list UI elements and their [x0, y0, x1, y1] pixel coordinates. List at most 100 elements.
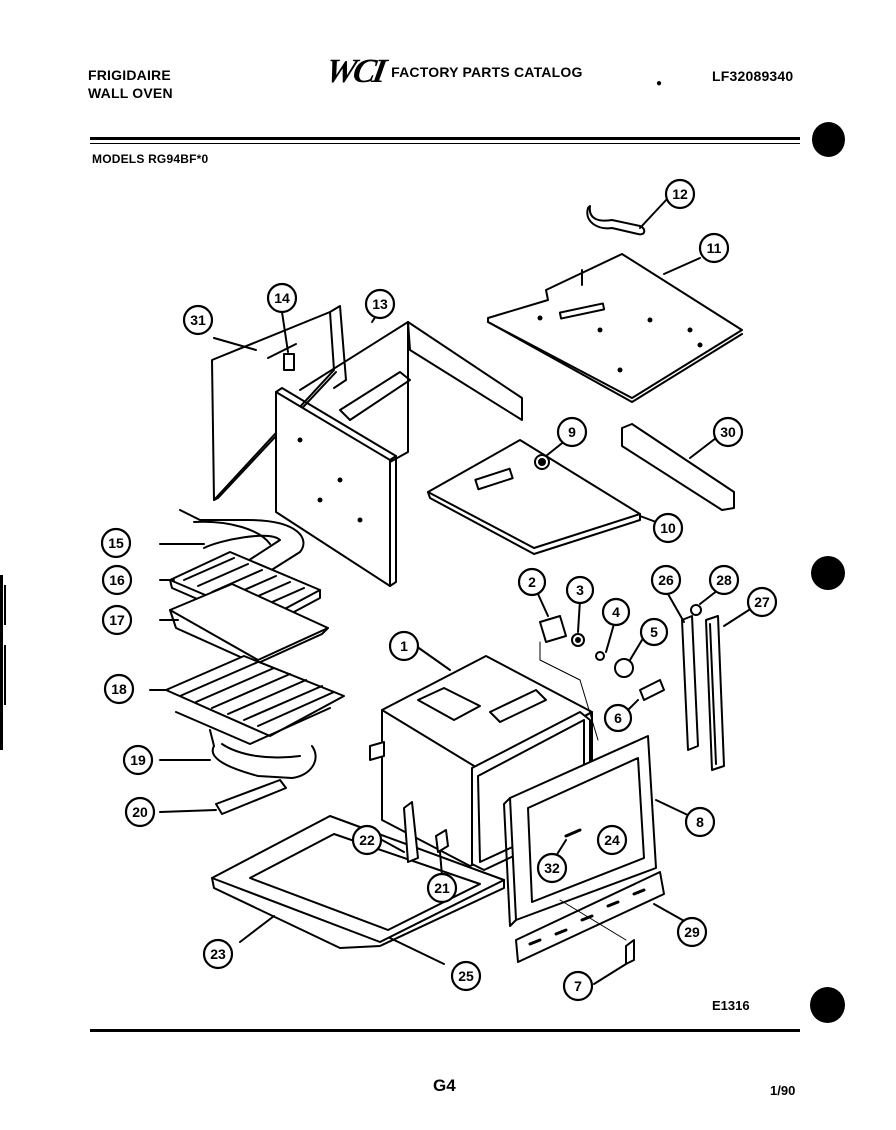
- callout-23: 23: [202, 938, 234, 970]
- bullet-mark: ●: [656, 78, 663, 89]
- scan-edge-marks: [0, 575, 6, 750]
- part-13-outer-frame: [275, 309, 523, 587]
- svg-text:26: 26: [658, 572, 674, 588]
- svg-text:24: 24: [604, 832, 620, 848]
- callout-1: 1: [388, 630, 420, 662]
- svg-text:14: 14: [274, 290, 290, 306]
- svg-text:21: 21: [434, 880, 450, 896]
- svg-text:12: 12: [672, 186, 688, 202]
- callout-6: 6: [603, 703, 633, 733]
- callout-14: 14: [266, 282, 298, 314]
- svg-text:1: 1: [400, 638, 408, 654]
- svg-text:7: 7: [574, 978, 582, 994]
- svg-text:18: 18: [111, 681, 127, 697]
- svg-text:16: 16: [109, 572, 125, 588]
- product-type: WALL OVEN: [88, 85, 173, 101]
- part-5-knob-cap: [614, 639, 643, 678]
- part-14-clip: [281, 311, 295, 371]
- binder-hole-middle: [811, 556, 845, 590]
- svg-text:4: 4: [612, 604, 620, 620]
- svg-text:10: 10: [660, 520, 676, 536]
- callout-31: 31: [182, 304, 214, 336]
- callout-balloons: 12 11 14 13 31 9 30 10 15 16 17 2 3 26 2…: [100, 178, 778, 1002]
- callout-17: 17: [101, 604, 133, 636]
- svg-text:23: 23: [210, 946, 226, 962]
- part-20-bracket: [159, 779, 287, 815]
- part-12-bracket: [586, 197, 669, 236]
- svg-text:5: 5: [650, 624, 658, 640]
- header-rule: [90, 137, 800, 140]
- svg-text:13: 13: [372, 296, 388, 312]
- brand-block: FRIGIDAIRE WALL OVEN: [88, 66, 173, 102]
- part-30-rail: [621, 423, 735, 511]
- callout-28: 28: [708, 564, 740, 596]
- part-32-screw: [555, 828, 582, 857]
- callout-10: 10: [652, 512, 684, 544]
- part-4-stem: [595, 623, 615, 661]
- part-6-clip: [625, 679, 665, 713]
- catalog-heading: WCI FACTORY PARTS CATALOG: [323, 53, 583, 90]
- svg-text:29: 29: [684, 924, 700, 940]
- part-21-clip: [435, 829, 449, 877]
- svg-text:9: 9: [568, 424, 576, 440]
- svg-text:17: 17: [109, 612, 125, 628]
- catalog-number: LF32089340: [712, 68, 794, 84]
- svg-text:30: 30: [720, 424, 736, 440]
- part-19-bake-element: [159, 729, 317, 779]
- part-29-door-trim: [515, 871, 687, 963]
- callout-21: 21: [426, 872, 458, 904]
- callout-5: 5: [639, 617, 669, 647]
- svg-text:2: 2: [528, 574, 536, 590]
- svg-text:3: 3: [576, 582, 584, 598]
- part-18-oven-rack: [149, 655, 345, 745]
- callout-3: 3: [565, 575, 595, 605]
- callout-8: 8: [684, 806, 716, 838]
- svg-text:20: 20: [132, 804, 148, 820]
- svg-text:22: 22: [359, 832, 375, 848]
- callout-25: 25: [450, 960, 482, 992]
- callout-26: 26: [650, 564, 682, 596]
- svg-text:19: 19: [130, 752, 146, 768]
- callout-4: 4: [601, 597, 631, 627]
- callout-7: 7: [562, 970, 594, 1002]
- footer-rule: [90, 1029, 800, 1032]
- part-3-nut: [571, 599, 585, 647]
- callout-11: 11: [698, 232, 730, 264]
- callout-29: 29: [676, 916, 708, 948]
- callout-15: 15: [100, 527, 132, 559]
- page-code: G4: [433, 1076, 456, 1095]
- callout-22: 22: [351, 824, 383, 856]
- part-22-bracket: [381, 801, 419, 863]
- part-27-side-trim: [705, 607, 753, 771]
- diagram-id: E1316: [712, 998, 750, 1013]
- callout-12: 12: [664, 178, 696, 210]
- svg-text:25: 25: [458, 968, 474, 984]
- callout-2: 2: [517, 567, 547, 597]
- callout-16: 16: [101, 564, 133, 596]
- svg-text:32: 32: [544, 860, 560, 876]
- svg-text:8: 8: [696, 814, 704, 830]
- callout-32: 32: [536, 852, 568, 884]
- callout-27: 27: [746, 586, 778, 618]
- brand-name: FRIGIDAIRE: [88, 67, 171, 83]
- callout-20: 20: [124, 796, 156, 828]
- callout-30: 30: [712, 416, 744, 448]
- models-label: MODELS RG94BF*0: [92, 152, 209, 166]
- svg-text:31: 31: [190, 312, 206, 328]
- svg-text:27: 27: [754, 594, 770, 610]
- revision-date: 1/90: [770, 1083, 796, 1098]
- part-25-rail: [389, 937, 445, 965]
- part-7-pin: [559, 899, 635, 985]
- callout-18: 18: [103, 673, 135, 705]
- part-26-side-trim: [667, 593, 699, 751]
- binder-hole-bottom: [810, 987, 845, 1023]
- part-11-top-panel: [487, 253, 743, 403]
- catalog-title: FACTORY PARTS CATALOG: [391, 64, 583, 80]
- part-28-screw: [690, 589, 719, 616]
- part-10-bottom-panel: [427, 439, 657, 555]
- svg-text:11: 11: [707, 240, 722, 256]
- callout-9: 9: [556, 416, 588, 448]
- callout-13: 13: [364, 288, 396, 320]
- header-rule-thin: [90, 143, 800, 144]
